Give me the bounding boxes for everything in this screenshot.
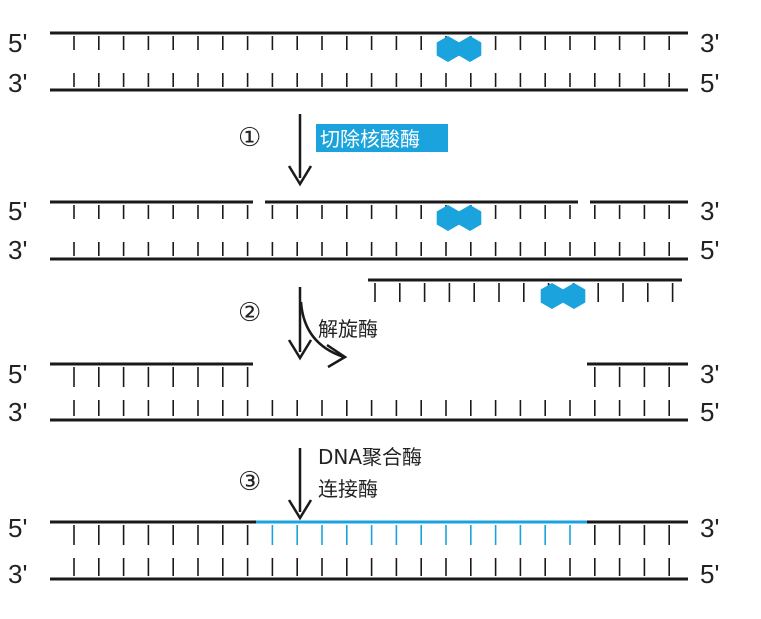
row3-top-right-label: 3' bbox=[700, 359, 719, 389]
row2-bottom-right-label: 5' bbox=[700, 235, 719, 265]
step3-enzyme-label-1: DNA聚合酶 bbox=[318, 445, 422, 469]
step3-number: ③ bbox=[238, 467, 261, 497]
damage-hexagon bbox=[458, 36, 482, 62]
row2-top-right-label: 3' bbox=[700, 196, 719, 226]
damage-hexagon bbox=[540, 283, 564, 309]
row1-strands bbox=[50, 31, 688, 92]
step3-enzyme-label-2: 连接酶 bbox=[318, 477, 378, 501]
row1-top-left-label: 5' bbox=[8, 28, 27, 58]
row4-top-right-label: 3' bbox=[700, 513, 719, 543]
row1-bottom-right-label: 5' bbox=[700, 68, 719, 98]
excised-fragment bbox=[368, 278, 682, 309]
row2-top-left-label: 5' bbox=[8, 196, 27, 226]
step2-enzyme-label: 解旋酶 bbox=[318, 317, 378, 341]
row2-damage-marker bbox=[436, 205, 482, 231]
step1-enzyme-label: 切除核酸酶 bbox=[320, 127, 420, 151]
damage-hexagon bbox=[436, 36, 460, 62]
row1-top-right-label: 3' bbox=[700, 28, 719, 58]
excised-fragment-bases bbox=[374, 283, 674, 302]
row4-strands bbox=[50, 520, 688, 581]
row4-top-left-label: 5' bbox=[8, 513, 27, 543]
row2-bottom-left-label: 3' bbox=[8, 235, 27, 265]
damage-hexagon bbox=[458, 205, 482, 231]
row2-duplex: 5' 3' 3' 5' bbox=[8, 196, 719, 265]
step2-curved-arrow-icon bbox=[299, 301, 348, 369]
row3-top-left-label: 5' bbox=[8, 359, 27, 389]
step1-enzyme-highlight bbox=[316, 124, 448, 152]
row3-bottom-right-label: 5' bbox=[700, 397, 719, 427]
row4-duplex: 5' 3' 3' 5' bbox=[8, 513, 719, 589]
row3-duplex: 5' 3' 3' 5' bbox=[8, 359, 719, 427]
step1-arrow-icon bbox=[287, 114, 313, 187]
step2-number: ② bbox=[238, 298, 261, 328]
row1-base-pairs bbox=[73, 36, 671, 87]
row4-bottom-right-label: 5' bbox=[700, 559, 719, 589]
step2: ② 解旋酶 bbox=[238, 287, 378, 369]
step1: ① 切除核酸酶 bbox=[238, 114, 448, 187]
row2-base-pairs bbox=[73, 205, 671, 256]
row2-strands bbox=[50, 200, 688, 261]
step3: ③ DNA聚合酶 连接酶 bbox=[238, 445, 422, 521]
excised-fragment-damage-marker bbox=[540, 283, 586, 309]
step2-arrow-icon bbox=[287, 287, 313, 361]
damage-hexagon bbox=[436, 205, 460, 231]
row3-bottom-left-label: 3' bbox=[8, 397, 27, 427]
row4-bottom-left-label: 3' bbox=[8, 559, 27, 589]
row1-damage-marker bbox=[436, 36, 482, 62]
damage-hexagon bbox=[562, 283, 586, 309]
row3-base-pairs bbox=[73, 367, 671, 416]
step3-arrow-icon bbox=[287, 448, 313, 521]
row3-strands bbox=[50, 362, 688, 422]
row1-bottom-left-label: 3' bbox=[8, 68, 27, 98]
row4-base-pairs bbox=[73, 525, 671, 576]
row1-duplex: 5' 3' 3' 5' bbox=[8, 28, 719, 98]
step1-number: ① bbox=[238, 123, 261, 153]
